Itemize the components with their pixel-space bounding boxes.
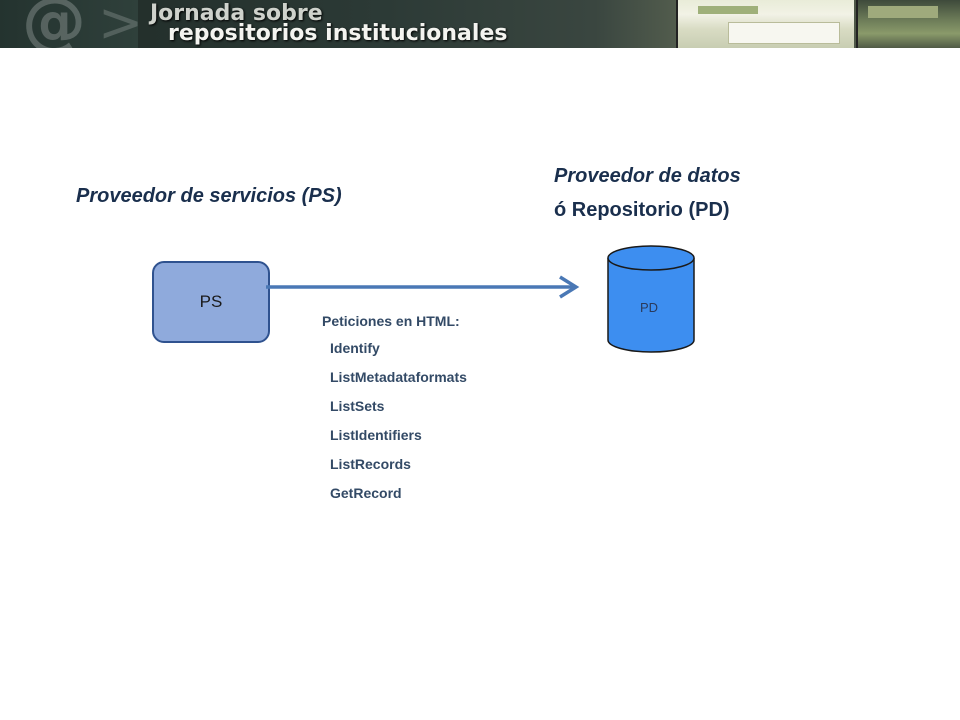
requests-header: Peticiones en HTML: [322, 313, 460, 329]
banner-screenshot-1 [676, 0, 854, 48]
data-provider-node-label: PD [639, 300, 659, 315]
data-provider-title: Proveedor de datos [554, 165, 741, 187]
banner-screenshots [672, 0, 960, 48]
request-item: ListMetadataformats [330, 369, 467, 385]
repository-title: ó Repositorio (PD) [554, 199, 730, 221]
header-banner: @ > Jornada sobre repositorios instituci… [0, 0, 960, 48]
request-item: ListIdentifiers [330, 427, 422, 443]
database-cylinder-top [607, 245, 695, 271]
request-item: Identify [330, 340, 380, 356]
request-item: ListSets [330, 398, 385, 414]
arrow-right-icon [559, 275, 580, 299]
request-item: ListRecords [330, 456, 411, 472]
service-provider-node: PS [152, 261, 270, 343]
service-provider-node-label: PS [199, 292, 223, 311]
chevron-right-icon: > [98, 0, 144, 48]
request-item: GetRecord [330, 485, 402, 501]
banner-title-line2: repositorios institucionales [168, 21, 508, 46]
request-arrow [266, 275, 580, 299]
at-logo-icon: @ [22, 0, 86, 48]
requests-list: Identify ListMetadataformats ListSets Li… [330, 340, 467, 514]
logo: @ > [0, 0, 143, 48]
service-provider-title: Proveedor de servicios (PS) [76, 185, 342, 207]
database-cylinder-icon [607, 258, 695, 353]
banner-title-line1: Jornada sobre [150, 1, 323, 26]
banner-screenshot-2 [856, 0, 960, 48]
data-provider-node [607, 245, 695, 353]
